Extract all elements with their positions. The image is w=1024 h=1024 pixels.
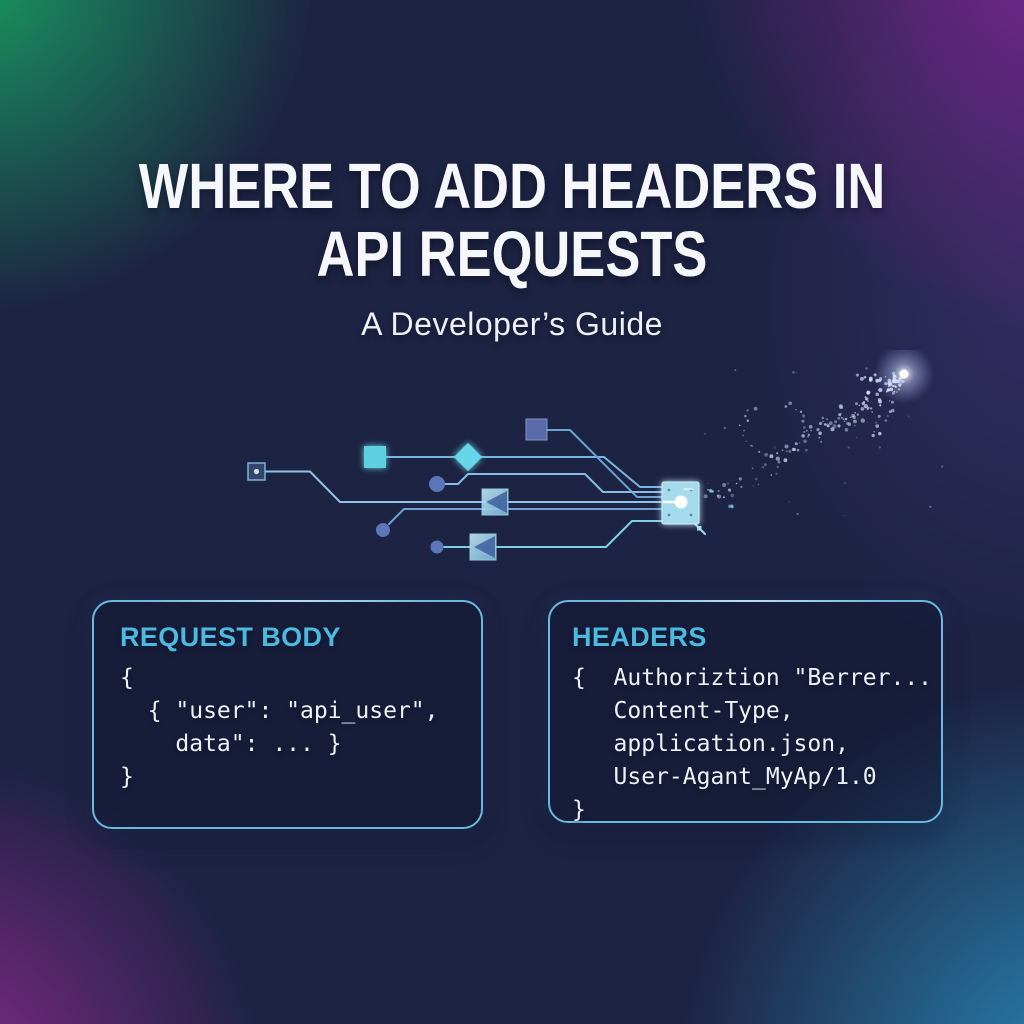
page-title: WHERE TO ADD HEADERS IN API REQUESTS bbox=[0, 152, 1024, 288]
code-line: { "user": "api_user", bbox=[120, 695, 455, 728]
headers-panel-title: HEADERS bbox=[572, 622, 915, 653]
circuit-illustration bbox=[230, 350, 960, 590]
cyan-square-node bbox=[364, 446, 386, 468]
code-line: application.json, bbox=[572, 728, 915, 761]
circle-node bbox=[429, 476, 445, 492]
request-body-code: { { "user": "api_user", data": ... }} bbox=[120, 662, 455, 794]
cyan-diamond-node bbox=[454, 443, 482, 471]
title-line-2: API REQUESTS bbox=[92, 220, 932, 288]
code-line: Content-Type, bbox=[572, 695, 915, 728]
code-line: } bbox=[120, 761, 455, 794]
page-subtitle: A Developer’s Guide bbox=[0, 306, 1024, 343]
send-icon-node bbox=[482, 489, 508, 515]
circle-node bbox=[431, 541, 444, 554]
code-line: } bbox=[572, 794, 915, 827]
rocket-tip-core bbox=[900, 370, 909, 379]
headers-code: { Authoriztion "Berrer... Content-Type, … bbox=[572, 662, 915, 827]
chip-node bbox=[662, 482, 702, 531]
code-line: data": ... } bbox=[120, 728, 455, 761]
code-line: { bbox=[120, 662, 455, 695]
outlined-square-node bbox=[248, 463, 265, 480]
request-body-panel-title: REQUEST BODY bbox=[120, 622, 455, 653]
muted-square-node bbox=[526, 419, 547, 440]
circle-node bbox=[376, 523, 390, 537]
code-line: User-Agant_MyAp/1.0 bbox=[572, 761, 915, 794]
send-icon-node bbox=[470, 534, 496, 560]
title-line-1: WHERE TO ADD HEADERS IN bbox=[92, 152, 932, 220]
code-line: { Authoriztion "Berrer... bbox=[572, 662, 915, 695]
headers-panel: HEADERS { Authoriztion "Berrer... Conten… bbox=[548, 600, 943, 823]
request-body-panel: REQUEST BODY { { "user": "api_user", dat… bbox=[92, 600, 483, 829]
